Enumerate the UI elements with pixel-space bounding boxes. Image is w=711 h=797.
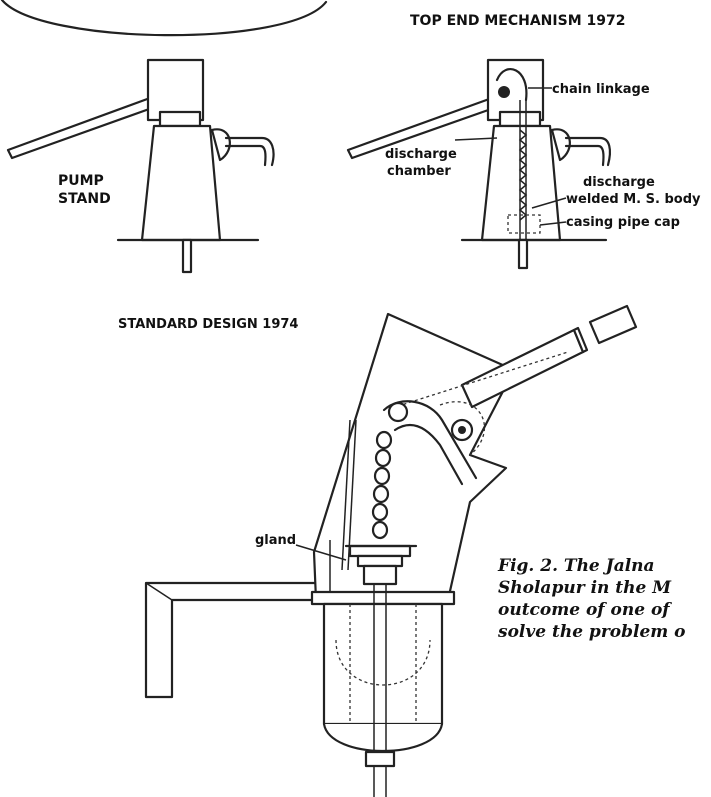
standard-design-title: STANDARD DESIGN 1974: [118, 317, 298, 332]
gland-leader: [295, 544, 347, 561]
standard-design-drawing: [144, 304, 638, 797]
discharge-chamber-label: discharge chamber: [385, 147, 461, 179]
basin-outline: [0, 0, 328, 37]
casing-pipe-cap-label: casing pipe cap: [566, 215, 680, 230]
chain-linkage-label: chain linkage: [552, 82, 650, 97]
top-end-title: TOP END MECHANISM 1972: [410, 13, 625, 29]
figure-caption: Fig. 2. The Jalna Sholapur in the M outc…: [497, 556, 686, 642]
top-end-mechanism-drawing: [346, 58, 611, 270]
pump-stand-label: PUMP STAND: [58, 173, 111, 207]
pump-stand-drawing: [6, 58, 275, 274]
gland-label: gland: [255, 533, 296, 548]
welded-body-label: welded M. S. body: [566, 192, 701, 207]
discharge-label: discharge: [583, 175, 655, 190]
